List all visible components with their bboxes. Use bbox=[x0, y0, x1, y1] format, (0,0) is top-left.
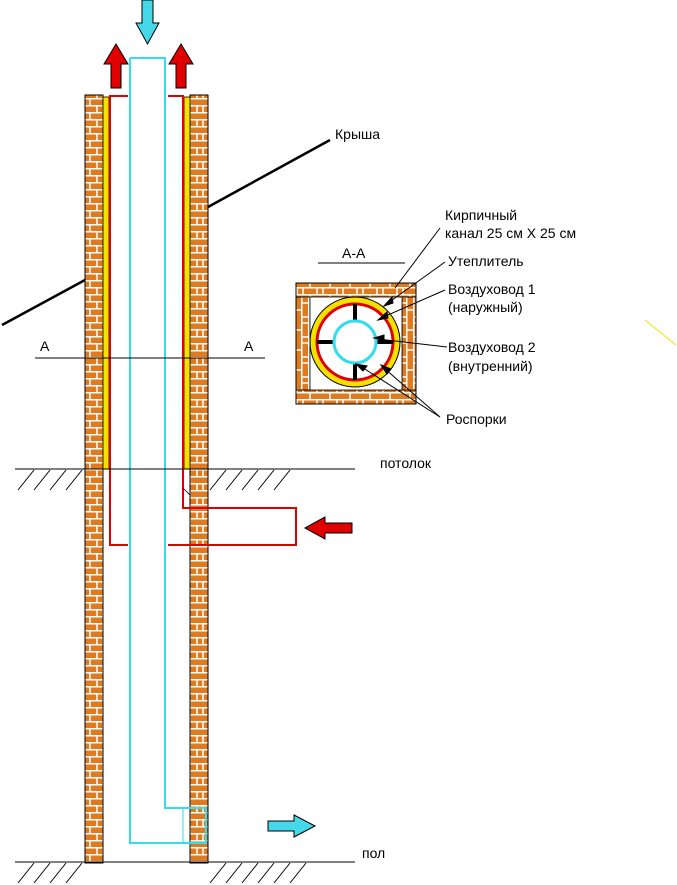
spacers-label: Роспорки bbox=[446, 411, 507, 427]
roof-line-left bbox=[1, 278, 86, 327]
cross-section: А-А bbox=[295, 245, 417, 405]
stray-mark bbox=[644, 319, 677, 346]
arrow-in-top bbox=[135, 0, 160, 46]
section-title: А-А bbox=[342, 245, 366, 261]
section-inner-duct bbox=[332, 319, 378, 365]
ceiling bbox=[15, 468, 355, 491]
duct1-label-2: (наружный) bbox=[448, 299, 523, 315]
section-label-right: А bbox=[244, 338, 254, 354]
roof-label: Крыша bbox=[335, 126, 380, 142]
section-brick-left bbox=[295, 296, 311, 391]
section-brick-top bbox=[295, 282, 417, 298]
insulation-right bbox=[183, 96, 191, 470]
brick-channel-label-1: Кирпичный bbox=[445, 207, 517, 223]
floor-label: пол bbox=[362, 845, 385, 861]
arrow-out-right bbox=[168, 43, 194, 89]
section-brick-bottom bbox=[295, 389, 417, 405]
outer-duct-left bbox=[109, 95, 128, 546]
duct2-label-1: Воздуховод 2 bbox=[448, 339, 536, 355]
section-spacers bbox=[317, 304, 393, 380]
insulation-left bbox=[102, 96, 110, 470]
outer-duct-right bbox=[168, 95, 297, 546]
arrow-out-left bbox=[103, 43, 129, 89]
arrow-out-bottom bbox=[267, 814, 317, 838]
duct1-label-1: Воздуховод 1 bbox=[448, 281, 536, 297]
arrow-in-side bbox=[303, 516, 353, 540]
leader-lines bbox=[354, 227, 448, 418]
left-brick-wall bbox=[84, 94, 104, 864]
duct2-label-2: (внутренний) bbox=[448, 358, 533, 374]
brick-channel-label-2: канал 25 см Х 25 см bbox=[445, 225, 576, 241]
ceiling-label: потолок bbox=[380, 455, 432, 471]
inner-duct bbox=[129, 57, 207, 844]
inner-duct-at-ceiling bbox=[182, 487, 191, 496]
insulation-label: Утеплитель bbox=[448, 253, 524, 269]
roof-line-right bbox=[207, 138, 331, 209]
section-label-left: А bbox=[40, 338, 50, 354]
floor bbox=[15, 861, 355, 884]
right-brick-wall bbox=[189, 94, 209, 864]
chimney-elevation bbox=[84, 57, 297, 864]
